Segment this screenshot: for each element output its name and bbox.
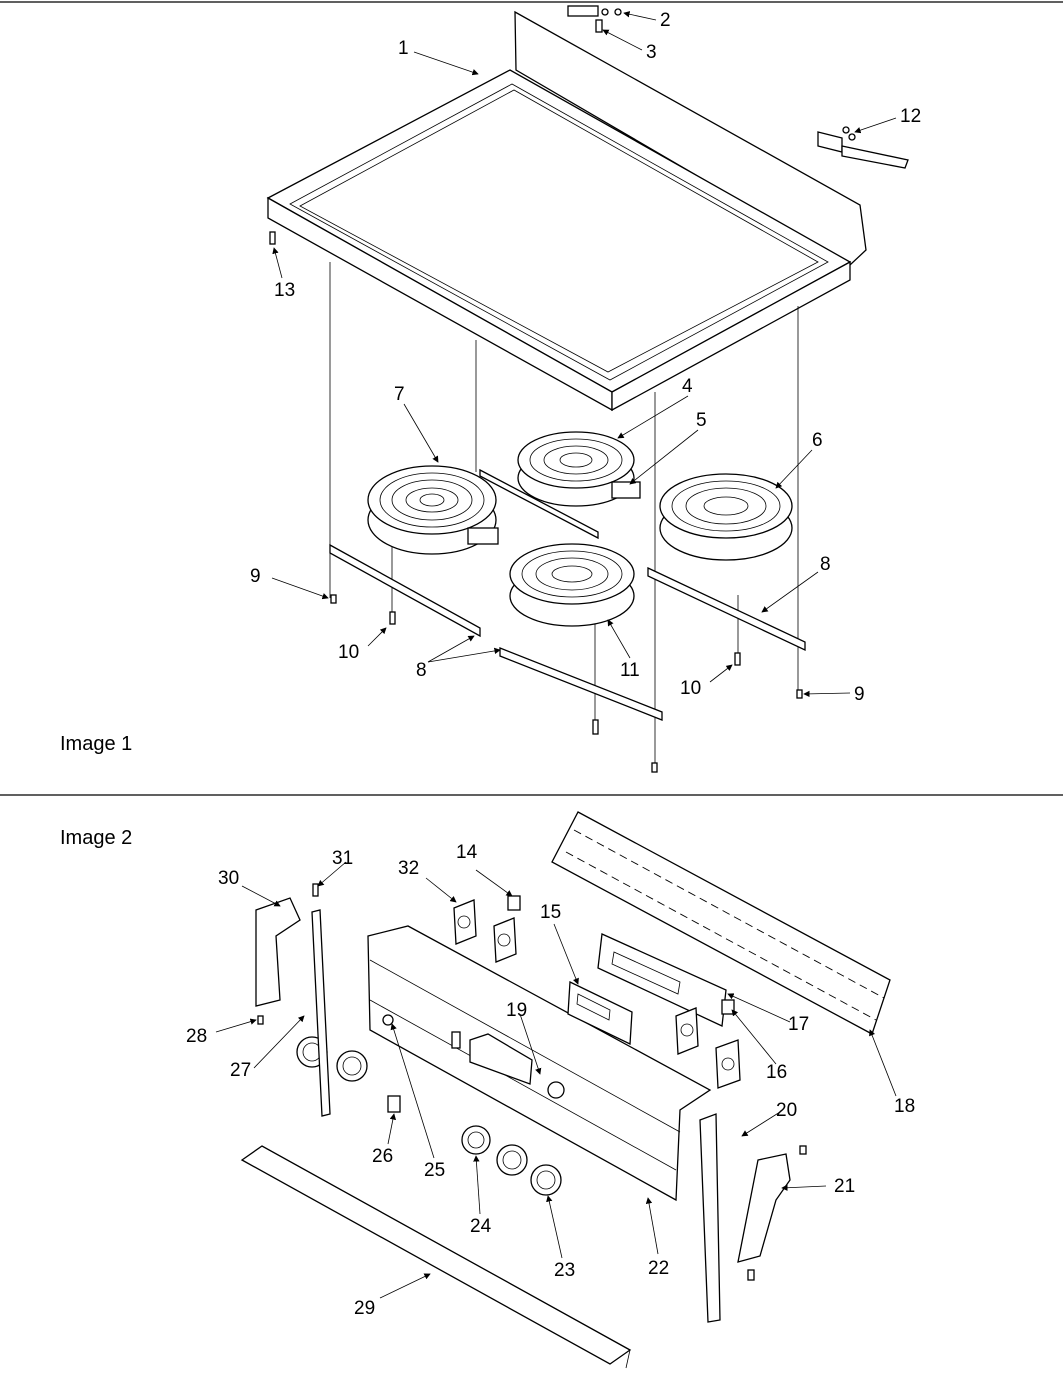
surface-element-part-7	[367, 465, 499, 555]
callout-9-left: 9	[250, 566, 261, 587]
display-window	[469, 1033, 533, 1085]
callout-25: 25	[424, 1160, 445, 1181]
callout-7: 7	[394, 384, 405, 405]
callout-17: 17	[788, 1014, 809, 1035]
callout-4: 4	[682, 376, 693, 397]
switch-part-16	[675, 999, 741, 1089]
callout-12: 12	[900, 106, 921, 127]
callout-2: 2	[660, 10, 671, 31]
switch-part-5	[611, 481, 641, 499]
bracket-part-12	[817, 126, 909, 169]
support-bar-center	[499, 647, 663, 721]
screw-part-28	[257, 1015, 264, 1025]
screw-center	[592, 719, 599, 735]
callout-5: 5	[696, 410, 707, 431]
callout-8-right: 8	[820, 554, 831, 575]
support-bar-back	[479, 468, 599, 540]
image-1-caption: Image 1	[60, 733, 132, 755]
control-console-part-22	[367, 925, 712, 1202]
callout-18: 18	[894, 1096, 915, 1117]
support-bar-left	[329, 543, 481, 638]
knob-part-26	[387, 1095, 401, 1113]
callout-32: 32	[398, 858, 419, 879]
knob-part-19	[547, 1081, 565, 1099]
callout-3: 3	[646, 42, 657, 63]
callout-9-right: 9	[854, 684, 865, 705]
callout-10-right: 10	[680, 678, 701, 699]
screw-part-9-left	[330, 594, 337, 604]
screw-part-9-right	[796, 689, 803, 699]
callout-29: 29	[354, 1298, 375, 1319]
callout-1: 1	[398, 38, 409, 59]
callout-21: 21	[834, 1176, 855, 1197]
callout-23: 23	[554, 1260, 575, 1281]
screw-part-31	[312, 883, 319, 897]
callout-10-left: 10	[338, 642, 359, 663]
screw-bottom	[651, 762, 658, 773]
side-bracket-part-20	[699, 1113, 721, 1323]
callout-27: 27	[230, 1060, 251, 1081]
side-bracket-part-27	[311, 909, 331, 1117]
hinge-bracket-part-2	[567, 5, 622, 17]
screw-right-bottom	[747, 1269, 755, 1281]
knob-upper-center	[336, 1050, 368, 1082]
screw-part-3	[595, 19, 603, 33]
callout-22: 22	[648, 1258, 669, 1279]
cooktop-backguard	[514, 10, 867, 266]
callout-8-center: 8	[416, 660, 427, 681]
end-cap-part-21	[737, 1153, 791, 1263]
surface-element-part-6	[659, 473, 793, 561]
image-2-control-panel: Image 2	[60, 811, 915, 1369]
indicator-part-14	[507, 895, 521, 911]
callout-16: 16	[766, 1062, 787, 1083]
callout-19: 19	[506, 1000, 527, 1021]
small-opening	[451, 1031, 461, 1049]
callout-26: 26	[372, 1146, 393, 1167]
knob-part-25	[382, 1014, 394, 1026]
image-2-caption: Image 2	[60, 827, 132, 849]
knob-part-23	[530, 1164, 562, 1196]
clock-board-part-17	[597, 933, 727, 1027]
callout-30: 30	[218, 868, 239, 889]
callout-28: 28	[186, 1026, 207, 1047]
screw-right-top	[799, 1145, 807, 1155]
overlay-part-15	[567, 980, 633, 1046]
knob-part-24	[461, 1125, 491, 1155]
knob-center-right	[496, 1144, 528, 1176]
end-cap-part-30	[255, 897, 301, 1007]
callout-20: 20	[776, 1100, 797, 1121]
callout-24: 24	[470, 1216, 492, 1237]
callout-6: 6	[812, 430, 823, 451]
standoff-part-10-left	[389, 611, 396, 625]
callout-31: 31	[332, 848, 353, 869]
image-1-cooktop: 1 2 3 12 13 7 4 5 6 9 8 10 8 11 10 9 Ima…	[60, 5, 921, 773]
surface-element-part-11	[509, 543, 635, 627]
clip-part-13	[269, 231, 276, 245]
support-bar-right	[647, 566, 806, 652]
callout-13: 13	[274, 280, 295, 301]
callout-15: 15	[540, 902, 561, 923]
callout-14: 14	[456, 842, 478, 863]
callout-11: 11	[620, 660, 640, 681]
switch-part-32	[453, 899, 477, 945]
standoff-part-10-right	[734, 652, 741, 666]
surface-element-part-4	[517, 431, 635, 507]
switch-rear-left	[493, 917, 517, 963]
